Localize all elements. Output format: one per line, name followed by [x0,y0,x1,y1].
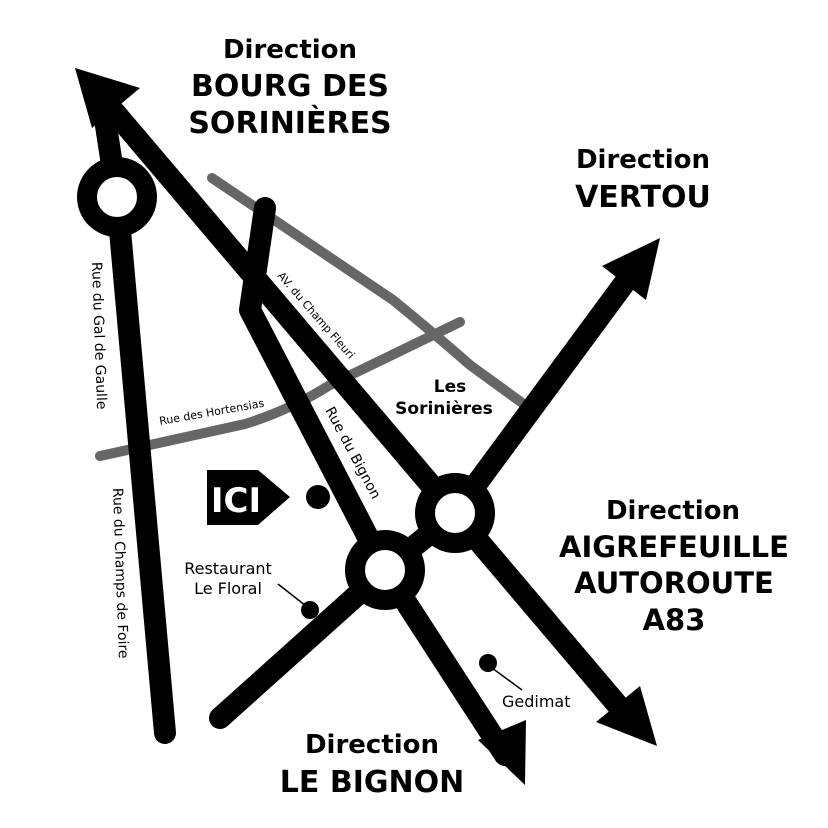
road-main-diagonal [89,84,643,733]
roundabout-south [345,530,425,610]
street-gal-de-gaulle: Rue du Gal de Gaulle [88,262,109,410]
direction-bourg-line1: Direction [223,35,357,65]
here-arrow-icon [207,470,290,525]
direction-bourg-line2: BOURG DES [191,69,389,104]
gedimat-leader-line [491,667,523,691]
sorinieres-label-line2: Sorinières [395,399,493,419]
direction-vertou-line2: VERTOU [575,180,711,215]
direction-bourg: Direction BOURG DES SORINIÈRES [188,35,391,141]
roundabout-east [415,473,495,553]
restaurant-label-line2: Le Floral [194,579,262,598]
direction-bignon-line1: Direction [305,730,439,760]
here-label: ICI [211,481,261,521]
direction-aigrefeuille-line1: Direction [606,496,740,526]
direction-aigrefeuille: Direction AIGREFEUILLE AUTOROUTE A83 [559,496,789,637]
direction-aigrefeuille-line2: AIGREFEUILLE [559,530,789,564]
direction-vertou: Direction VERTOU [575,145,711,215]
sorinieres-label-line1: Les [434,377,466,397]
direction-bignon-line2: LE BIGNON [280,765,464,800]
restaurant-leader-line [277,583,307,607]
arrow-bourg-icon [75,68,140,128]
arrow-vertou-icon [602,238,660,300]
street-champs-de-foire: Rue du Champs de Foire [109,488,131,659]
direction-bourg-line3: SORINIÈRES [188,105,391,141]
gedimat-label: Gedimat [502,692,571,711]
road-vertou-bignon [209,251,651,729]
direction-aigrefeuille-line3: AUTOROUTE [574,566,774,600]
direction-bignon: Direction LE BIGNON [280,730,464,800]
direction-aigrefeuille-line4: A83 [643,603,706,637]
arrow-bignon-icon [478,720,526,785]
restaurant-label-line1: Restaurant [184,559,272,578]
here-location-dot [306,485,330,509]
restaurant-dot [301,601,319,619]
road-rue-du-bignon [239,197,516,766]
direction-vertou-line1: Direction [576,145,710,175]
road-gal-de-gaulle [106,186,176,744]
roundabout-north [77,157,157,237]
arrow-aigrefeuille-icon [596,686,657,746]
